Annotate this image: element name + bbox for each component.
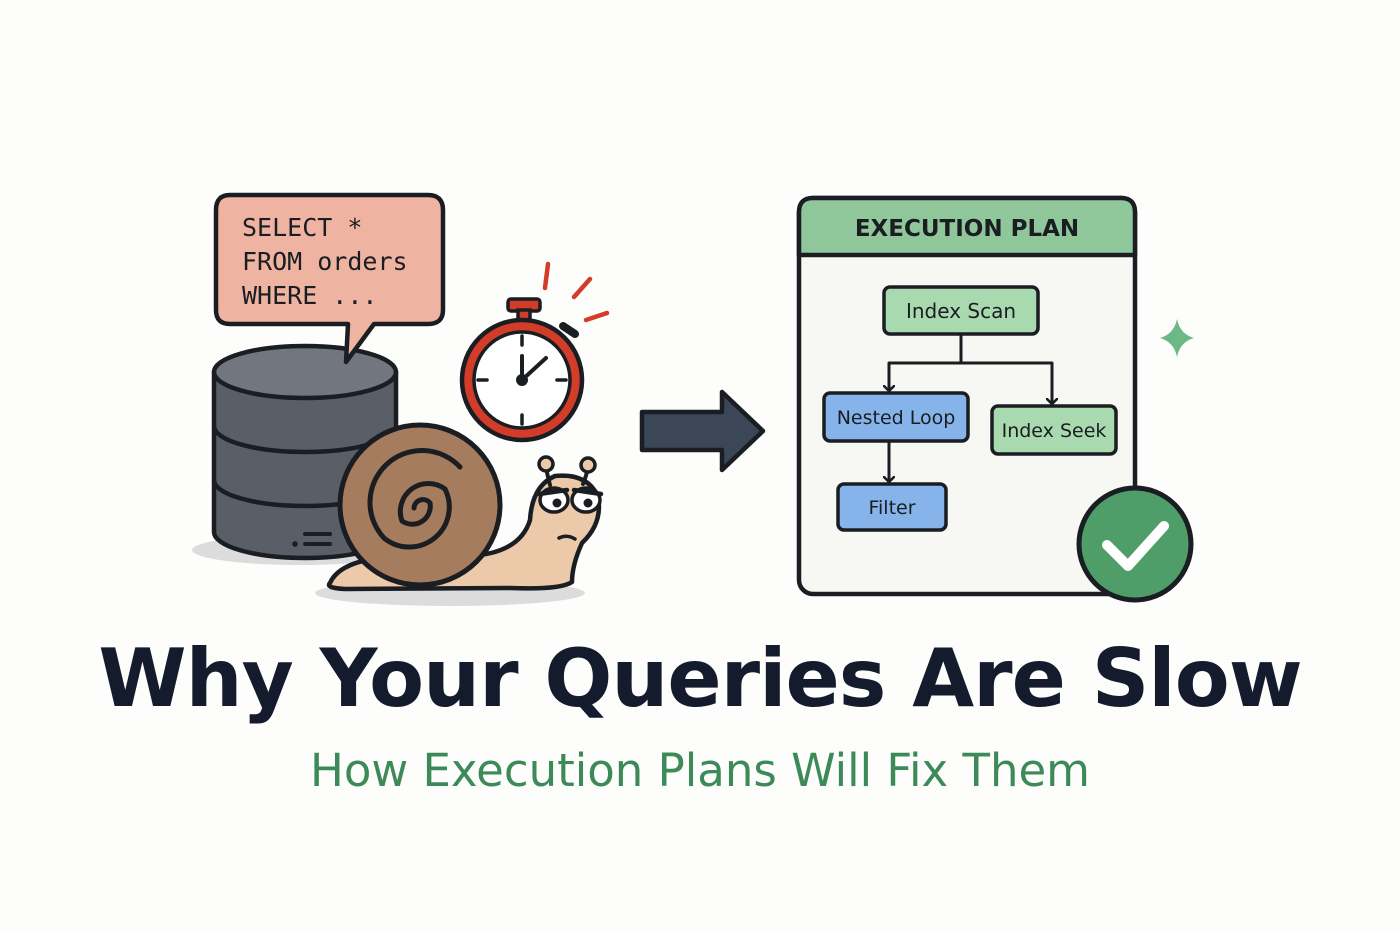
- execution-plan-panel: EXECUTION PLAN Index Scan Nested Loop In…: [796, 195, 1138, 597]
- query-line-2: FROM orders: [242, 247, 408, 276]
- plan-node-index-seek: Index Seek: [990, 404, 1118, 456]
- plan-node-label: Filter: [868, 497, 915, 519]
- sparkle-icon: [1160, 319, 1194, 357]
- plan-node-index-scan: Index Scan: [882, 285, 1040, 336]
- plan-node-label: Nested Loop: [837, 407, 956, 429]
- stopwatch-icon: [459, 261, 610, 443]
- snail-icon: [315, 422, 604, 606]
- plan-node-label: Index Seek: [1002, 420, 1107, 442]
- plan-node-filter: Filter: [836, 482, 948, 532]
- page-subtitle: How Execution Plans Will Fix Them: [310, 744, 1090, 797]
- plan-connectors: [889, 332, 1052, 484]
- plan-node-label: Index Scan: [906, 299, 1016, 323]
- query-line-3: WHERE ...: [242, 281, 377, 310]
- plan-node-nested-loop: Nested Loop: [822, 391, 970, 443]
- page-title: Why Your Queries Are Slow: [98, 632, 1302, 725]
- checkmark-icon: [1076, 485, 1194, 603]
- arrow-right-icon: [639, 389, 766, 473]
- query-speech-bubble: SELECT * FROM orders WHERE ...: [213, 192, 446, 365]
- query-line-1: SELECT *: [242, 213, 362, 242]
- plan-header: EXECUTION PLAN: [855, 216, 1079, 242]
